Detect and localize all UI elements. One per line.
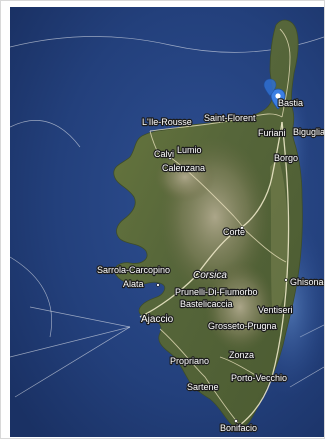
- sea-line: [10, 120, 81, 148]
- place-label-calvi: Calvi: [154, 149, 174, 159]
- place-label-porto-vecchio: Porto-Vecchio: [231, 373, 287, 383]
- place-label-bastelicaccia: Bastelicaccia: [180, 299, 233, 309]
- place-label-ghisonaccia: Ghisonaccia: [290, 277, 324, 287]
- region-label-corsica: Corsica: [193, 270, 227, 281]
- place-label-propriano: Propriano: [170, 356, 209, 366]
- sea-line: [14, 326, 131, 398]
- map-pin-dot: [275, 93, 281, 99]
- satellite-map[interactable]: L'Ile-Rousse Saint-Florent Furiani Bigug…: [10, 7, 324, 437]
- mountain-range: [155, 152, 215, 202]
- place-label-saint-florent: Saint-Florent: [204, 113, 256, 123]
- city-dot-bonifacio: [234, 419, 238, 423]
- place-label-l-ile-rousse: L'Ile-Rousse: [142, 117, 192, 127]
- place-label-corte: Corte: [223, 227, 245, 237]
- city-dot-alata: [156, 283, 160, 287]
- place-label-alata: Alata: [123, 279, 144, 289]
- place-label-bastia: Bastia: [278, 98, 303, 108]
- eastern-plain: [270, 157, 288, 311]
- place-label-sarrola-carcopino: Sarrola-Carcopino: [97, 265, 170, 275]
- location-marker-shadow: [263, 78, 277, 97]
- place-label-borgo: Borgo: [274, 153, 298, 163]
- sea-line: [29, 306, 131, 328]
- place-label-ajaccio: Ajaccio: [141, 314, 174, 325]
- place-label-lumio: Lumio: [177, 145, 202, 155]
- road-ajaccio-bonifacio: [159, 328, 239, 424]
- road-corte-aleria: [243, 228, 287, 263]
- place-label-furiani: Furiani: [258, 128, 286, 138]
- sea-line: [10, 326, 131, 358]
- road-calvi-corte: [169, 156, 245, 230]
- sea-line: [10, 256, 53, 338]
- place-label-grosseto-prugna: Grosseto-Prugna: [208, 321, 277, 331]
- city-dot-porto-vecchio: [260, 376, 264, 380]
- place-label-biguglia: Biguglia: [293, 127, 324, 137]
- road-north-coast: [149, 113, 283, 132]
- place-label-sartene: Sartene: [187, 382, 219, 392]
- place-label-bonifacio: Bonifacio: [220, 423, 257, 433]
- city-dot-calvi: [168, 156, 172, 160]
- mountain-range: [205, 262, 275, 352]
- place-label-zonza: Zonza: [229, 350, 254, 360]
- city-dot-corte: [240, 226, 244, 230]
- road-calvi: [149, 130, 161, 158]
- road-east-coast: [239, 121, 290, 426]
- road-zonza: [219, 356, 263, 380]
- place-label-ventiseri: Ventiseri: [258, 305, 293, 315]
- road-cap-corse: [279, 28, 291, 118]
- place-label-prunelli-di-fiumorbo: Prunelli-Di-Fiumorbo: [175, 287, 258, 297]
- place-label-calenzana: Calenzana: [162, 163, 205, 173]
- city-dot-ajaccio: [141, 314, 147, 320]
- city-dot-ghisonaccia: [284, 278, 288, 282]
